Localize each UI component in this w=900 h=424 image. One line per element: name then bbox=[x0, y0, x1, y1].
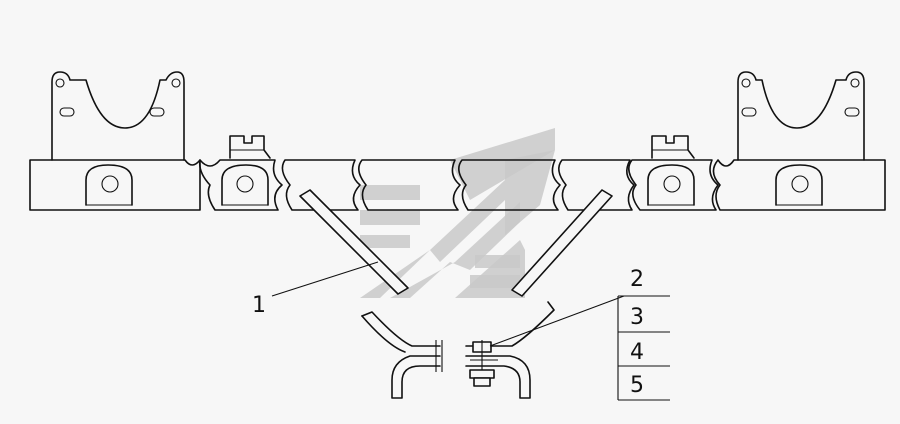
callout-5: 5 bbox=[630, 373, 644, 398]
leader-lines bbox=[271, 261, 670, 401]
clamp-detail bbox=[361, 301, 555, 399]
callout-labels: 1 2 3 4 5 bbox=[252, 267, 644, 398]
callout-2: 2 bbox=[630, 267, 644, 292]
left-mount-bracket bbox=[51, 71, 185, 161]
diagonal-straps bbox=[299, 189, 613, 297]
callout-1: 1 bbox=[252, 293, 266, 318]
callout-4: 4 bbox=[630, 340, 644, 365]
watermark-logo bbox=[360, 128, 555, 298]
right-mount-bracket bbox=[737, 71, 865, 161]
chain-links bbox=[29, 135, 886, 211]
callout-3: 3 bbox=[630, 305, 644, 330]
